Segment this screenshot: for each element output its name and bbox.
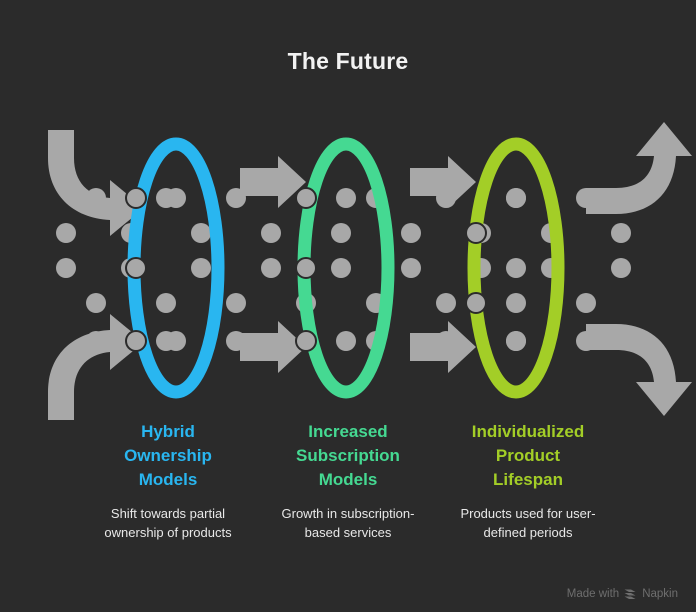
arrow-straight-stage1-to-stage2-bottom: [240, 321, 306, 373]
grid-dot: [261, 223, 281, 243]
grid-dot: [401, 223, 421, 243]
page-title: The Future: [287, 48, 409, 74]
grid-dot-overlay: [295, 330, 317, 352]
grid-dot: [436, 293, 456, 313]
dot-grid-center-stage2: [336, 188, 356, 351]
stage-heading-2-line-1: Increased: [308, 422, 388, 441]
stage-captions: Hybrid Ownership Models Shift towards pa…: [0, 420, 696, 570]
napkin-chevrons-icon: [624, 589, 637, 600]
grid-dot: [156, 293, 176, 313]
arrow-curved-out-top-right: [586, 122, 692, 214]
diagram-graphic: [0, 110, 696, 420]
stage-caption-increased-subscription-models: Increased Subscription Models Growth in …: [258, 420, 438, 543]
grid-dot: [261, 258, 281, 278]
grid-dot: [506, 258, 526, 278]
arrow-curved-out-bottom-right: [586, 324, 692, 416]
grid-dot: [336, 331, 356, 351]
stage-heading-3-line-3: Lifespan: [493, 470, 563, 490]
grid-dot-overlay: [295, 257, 317, 279]
grid-dot: [506, 293, 526, 313]
dot-grid-front-stage1: [125, 187, 147, 352]
dot-grid-front-stage3: [465, 222, 487, 314]
stage-heading-2-line-3: Models: [318, 470, 378, 490]
arrow-straight-stage2-to-stage3-bottom: [410, 321, 476, 373]
stage-heading-1-line-1: Hybrid: [141, 422, 195, 441]
arrow-group: [48, 122, 692, 420]
stage-description-2: Growth in subscription-based services: [281, 506, 415, 541]
grid-dot: [56, 258, 76, 278]
grid-dot-overlay: [125, 257, 147, 279]
dot-grid-front-stage2: [295, 187, 317, 352]
stage-caption-individualized-product-lifespan: Individualized Product Lifespan Products…: [438, 420, 618, 543]
grid-dot-overlay: [465, 222, 487, 244]
grid-dot-overlay: [295, 187, 317, 209]
grid-dot: [336, 188, 356, 208]
grid-dot: [401, 258, 421, 278]
dot-grid-center-stage3: [506, 188, 526, 351]
stage-heading-2-line-2: Subscription: [296, 446, 400, 466]
stage-ring-individualized-product-lifespan: [467, 137, 565, 399]
grid-dot: [331, 223, 351, 243]
stage-description-1: Shift towards partial ownership of produ…: [104, 506, 232, 541]
grid-dot: [191, 223, 211, 243]
stage-heading-1-line-2: Ownership: [124, 446, 212, 466]
watermark-prefix: Made with: [566, 588, 620, 600]
watermark-brand: Napkin: [642, 588, 678, 600]
arrow-curved-in-top-left: [48, 130, 144, 236]
grid-dot-overlay: [125, 330, 147, 352]
grid-dot-overlay: [125, 187, 147, 209]
grid-dot-overlay: [465, 292, 487, 314]
stage-description-3: Products used for user-defined periods: [460, 506, 596, 541]
grid-dot: [166, 188, 186, 208]
grid-dot: [611, 223, 631, 243]
grid-dot: [611, 258, 631, 278]
grid-dot: [506, 331, 526, 351]
grid-dot: [331, 258, 351, 278]
stage-heading-2: Increased Subscription Models: [264, 420, 432, 492]
stage-caption-hybrid-ownership-models: Hybrid Ownership Models Shift towards pa…: [78, 420, 258, 543]
dot-grid-center-stage1: [166, 188, 186, 351]
stage-heading-1-line-3: Models: [138, 470, 198, 490]
grid-dot: [576, 293, 596, 313]
grid-dot: [56, 223, 76, 243]
stage-heading-1: Hybrid Ownership Models: [84, 420, 252, 492]
diagram-svg: [48, 122, 692, 420]
grid-dot: [226, 293, 246, 313]
stage-heading-3-line-1: Individualized: [471, 422, 585, 441]
grid-dot: [166, 331, 186, 351]
stage-heading-3-line-2: Product: [495, 446, 561, 466]
arrow-curved-in-bottom-left: [48, 314, 144, 420]
grid-dot: [506, 188, 526, 208]
grid-dot: [86, 293, 106, 313]
grid-dot: [191, 258, 211, 278]
watermark: Made with Napkin: [567, 588, 678, 600]
stage-heading-3: Individualized Product Lifespan: [444, 420, 612, 492]
